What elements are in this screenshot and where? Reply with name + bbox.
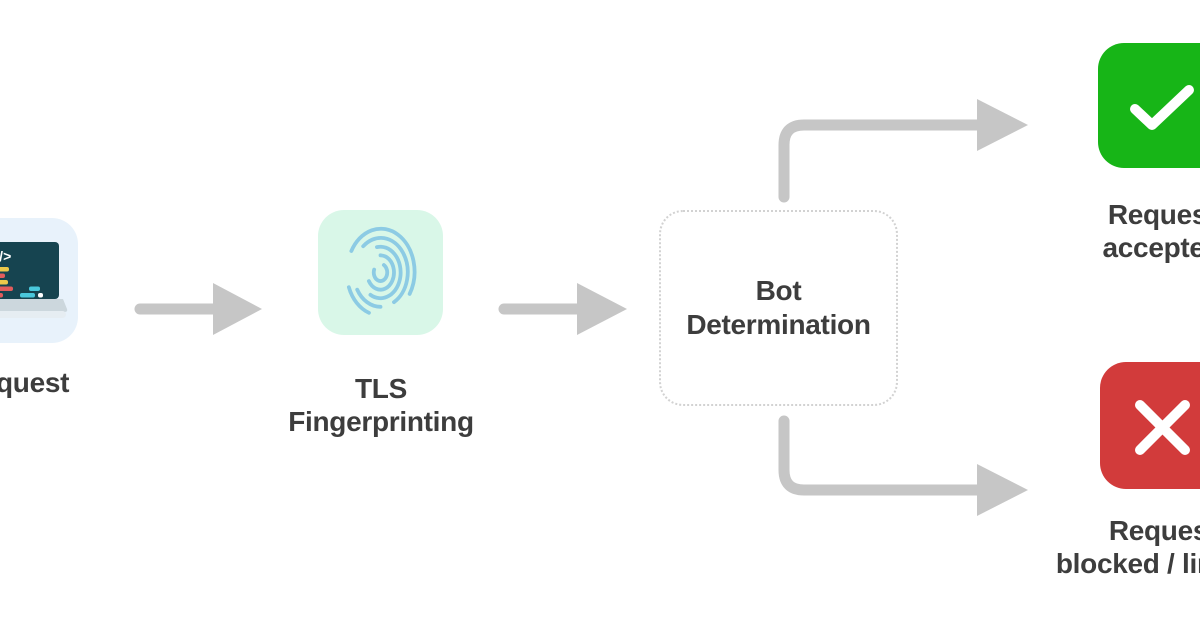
request-blocked-tile — [1100, 362, 1200, 489]
laptop-code-icon: </> — [0, 242, 68, 318]
arrow-right-icon — [498, 283, 627, 335]
x-icon — [1135, 400, 1190, 455]
request-blocked-label: Request blocked / limited — [1055, 515, 1200, 579]
arrow-right-icon — [134, 283, 262, 335]
request-accepted-label: Request accepted — [1102, 199, 1200, 263]
request-node-label: Request — [0, 367, 70, 398]
bot-determination-node: Bot Determination — [659, 210, 898, 406]
tls-fingerprinting-node-label: TLS Fingerprinting — [288, 373, 474, 437]
tls-fingerprinting-node-tile — [318, 210, 443, 335]
arrow-elbow-down-right-icon — [778, 415, 1028, 516]
code-snippet-glyph: </> — [0, 248, 11, 264]
request-node-tile: </> — [0, 218, 78, 343]
bot-determination-label: Bot Determination — [686, 275, 871, 340]
arrow-elbow-up-right-icon — [778, 99, 1028, 203]
checkmark-icon — [1130, 85, 1194, 130]
request-accepted-tile — [1098, 43, 1200, 168]
fingerprint-icon — [318, 210, 443, 335]
